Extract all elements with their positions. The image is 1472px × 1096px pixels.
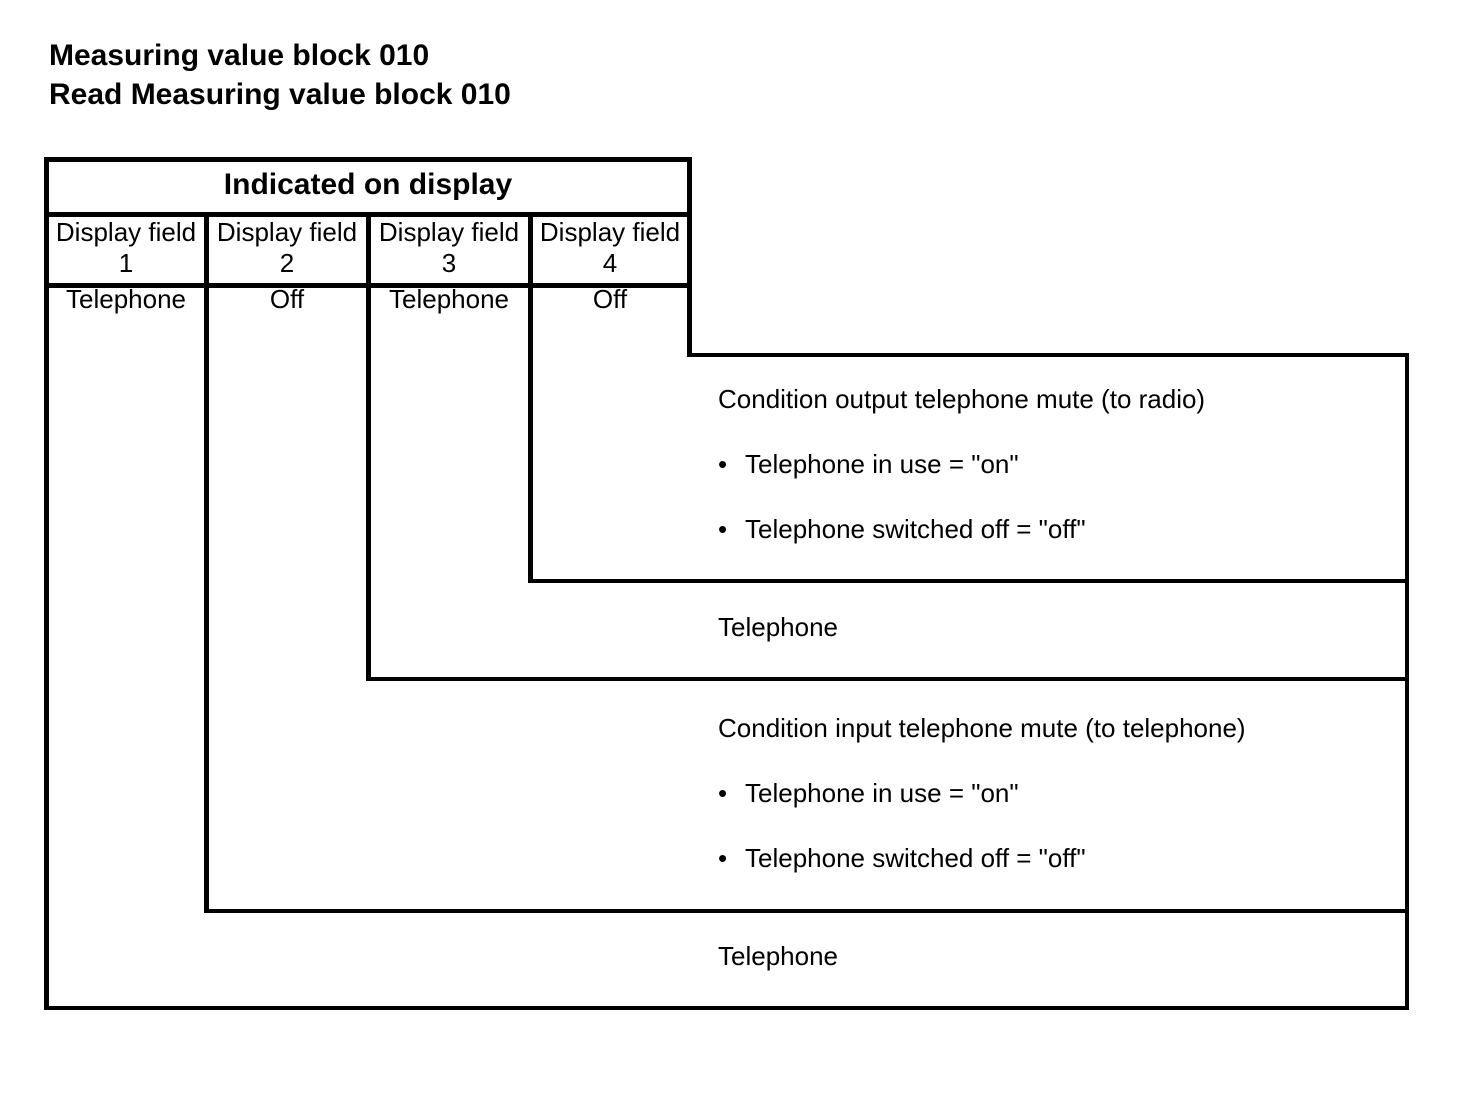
callout-field2-title: Condition input telephone mute (to telep… bbox=[718, 713, 1246, 743]
bullet-icon: • bbox=[718, 843, 728, 873]
line-table-top-border bbox=[44, 157, 692, 162]
line-callout-field3-bottom bbox=[366, 677, 1409, 681]
column-header-display-field-2: Display field 2 bbox=[187, 212, 387, 283]
callout-field2-bullet-2: • Telephone switched off = "off" bbox=[718, 843, 1086, 874]
callout-field4-bullet-1: • Telephone in use = "on" bbox=[718, 449, 1019, 480]
callout-field3-title: Telephone bbox=[718, 612, 838, 642]
callout-field4-title: Condition output telephone mute (to radi… bbox=[718, 384, 1206, 414]
callout-field4-bullet-1-text: Telephone in use = "on" bbox=[745, 449, 1019, 479]
bullet-icon: • bbox=[718, 514, 728, 544]
page-title-line-1: Measuring value block 010 bbox=[49, 39, 430, 72]
line-table-right-edge bbox=[687, 157, 692, 357]
line-callout-field4-bottom bbox=[528, 579, 1409, 583]
column-header-label: Display field bbox=[216, 216, 358, 247]
table-header-indicated-on-display: Indicated on display bbox=[223, 167, 513, 201]
callout-field1-title: Telephone bbox=[718, 941, 838, 971]
column-header-display-field-4: Display field 4 bbox=[510, 212, 710, 283]
page-title-line-2: Read Measuring value block 010 bbox=[49, 78, 511, 111]
line-separator-field2-field3 bbox=[366, 212, 371, 681]
callout-field2-bullet-2-text: Telephone switched off = "off" bbox=[745, 843, 1086, 873]
line-separator-field3-field4 bbox=[528, 212, 533, 583]
column-header-number: 1 bbox=[118, 247, 134, 278]
callout-field4-bullet-2: • Telephone switched off = "off" bbox=[718, 514, 1086, 545]
column-header-label: Display field bbox=[55, 216, 197, 247]
column-header-display-field-1: Display field 1 bbox=[26, 212, 226, 283]
line-callout-field4-top bbox=[687, 353, 1409, 357]
column-header-number: 4 bbox=[602, 247, 618, 278]
line-callout-field2-bottom bbox=[204, 909, 1409, 913]
line-separator-field1-field2 bbox=[204, 212, 209, 913]
display-field-1-value: Telephone bbox=[66, 284, 186, 314]
bullet-icon: • bbox=[718, 778, 728, 808]
callout-field4-bullet-2-text: Telephone switched off = "off" bbox=[745, 514, 1086, 544]
column-header-display-field-3: Display field 3 bbox=[349, 212, 549, 283]
column-header-label: Display field bbox=[378, 216, 520, 247]
display-field-4-value: Off bbox=[592, 284, 628, 314]
column-header-number: 2 bbox=[279, 247, 295, 278]
callout-field2-bullet-1: • Telephone in use = "on" bbox=[718, 778, 1019, 809]
callout-field2-bullet-1-text: Telephone in use = "on" bbox=[745, 778, 1019, 808]
line-left-edge-field1 bbox=[44, 157, 49, 1010]
bullet-icon: • bbox=[718, 449, 728, 479]
display-field-3-value: Telephone bbox=[389, 284, 509, 314]
line-callout-right-edge bbox=[1405, 353, 1409, 1010]
line-callout-field1-bottom bbox=[44, 1006, 1409, 1010]
page-title: Measuring value block 010 Read Measuring… bbox=[49, 36, 511, 114]
display-field-2-value: Off bbox=[269, 284, 305, 314]
column-header-label: Display field bbox=[539, 216, 681, 247]
column-header-number: 3 bbox=[441, 247, 457, 278]
